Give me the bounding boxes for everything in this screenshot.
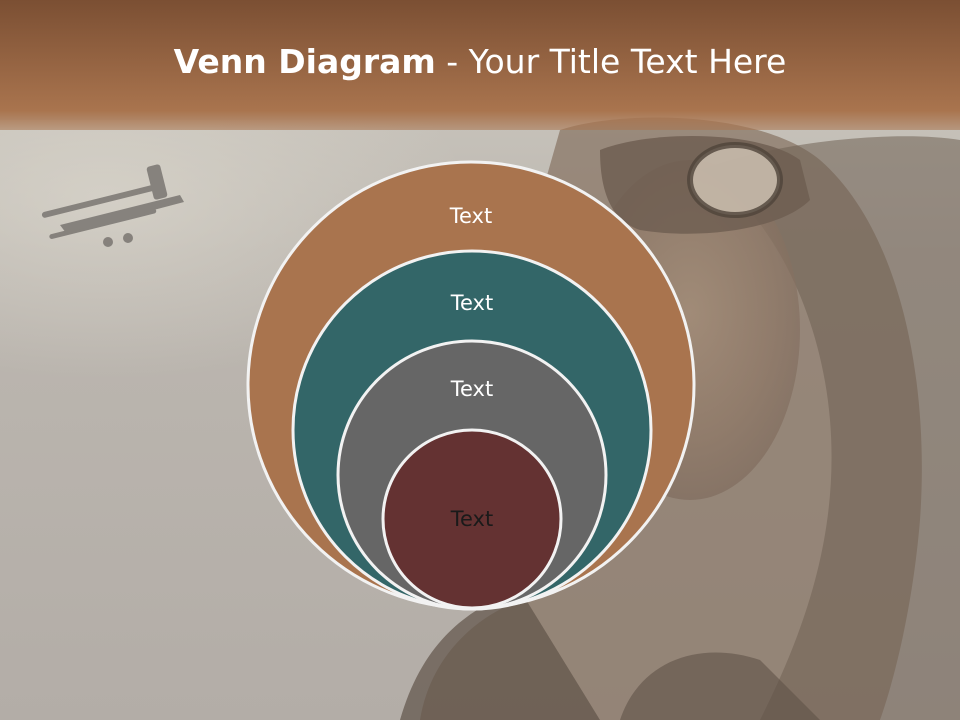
page-title: Venn Diagram - Your Title Text Here — [0, 40, 960, 84]
venn-label-2: Text — [450, 291, 493, 315]
venn-label-4: Text — [450, 507, 493, 531]
title-subtitle: - Your Title Text Here — [435, 42, 787, 81]
venn-label-1: Text — [449, 204, 492, 228]
title-main: Venn Diagram — [173, 42, 436, 81]
title-bar — [0, 0, 960, 130]
venn-circle-4 — [381, 428, 563, 610]
venn-label-3: Text — [450, 377, 493, 401]
